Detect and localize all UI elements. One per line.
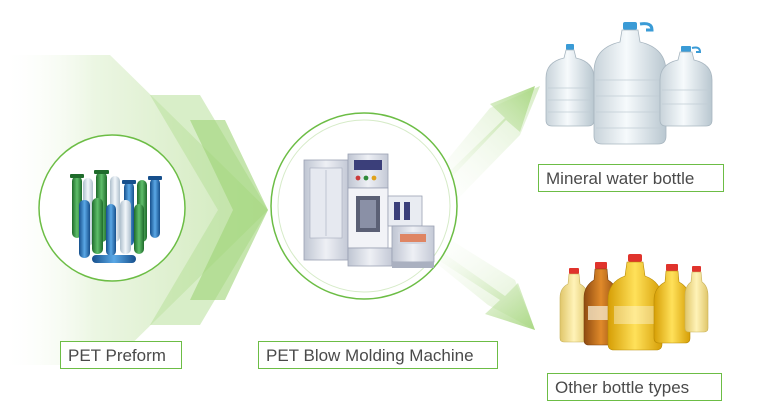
machine-label: PET Blow Molding Machine <box>258 341 498 369</box>
preform-label: PET Preform <box>60 341 182 369</box>
blow-molding-machine-image <box>303 153 435 268</box>
mineral-water-label: Mineral water bottle <box>538 164 724 192</box>
oil-bottles-image <box>559 254 709 351</box>
other-bottles-label: Other bottle types <box>547 373 722 401</box>
preform-tubes-image <box>70 170 162 263</box>
preform-circle <box>38 134 186 282</box>
water-bottles-image <box>545 22 713 145</box>
machine-circle <box>270 112 458 300</box>
